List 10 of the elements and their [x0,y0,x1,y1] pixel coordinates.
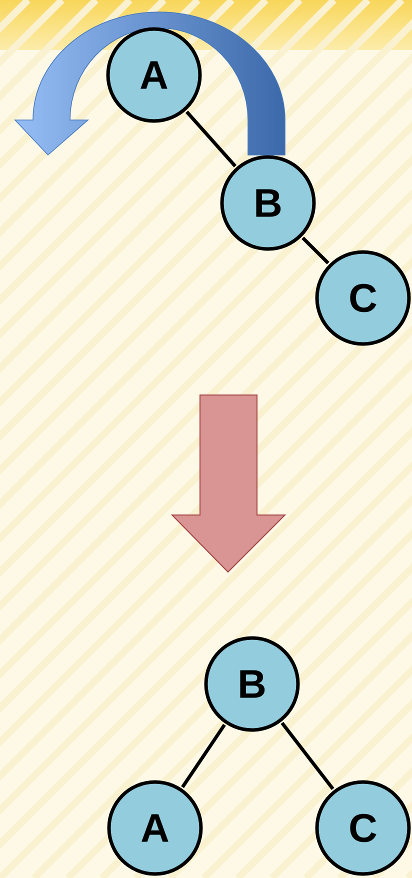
tree-edge [302,236,330,264]
tree-node: A [107,780,203,876]
tree-node: A [106,27,202,123]
tree-edge [280,722,334,790]
tree-edge [185,110,237,168]
tree-node: B [220,155,316,251]
tree-node: C [315,780,411,876]
tree-node: B [204,636,300,732]
tree-edge [181,724,226,788]
tree-node: C [315,250,411,346]
